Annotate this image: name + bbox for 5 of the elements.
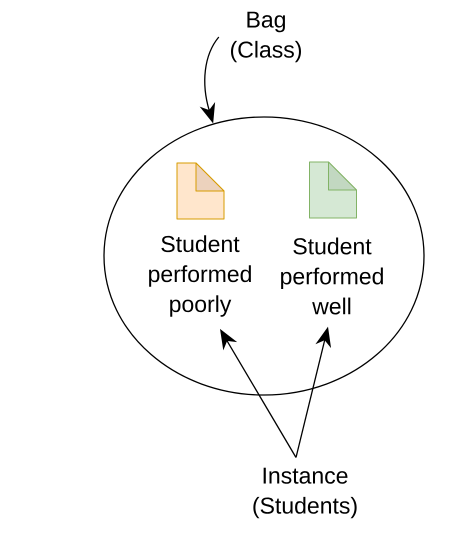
ellipse <box>103 116 425 396</box>
text-label: Instance (Students) <box>253 468 357 518</box>
text-label: Student performed well <box>281 238 383 314</box>
text-label: Bag (Class) <box>231 12 301 62</box>
text-label: Student performed poorly <box>149 235 251 317</box>
